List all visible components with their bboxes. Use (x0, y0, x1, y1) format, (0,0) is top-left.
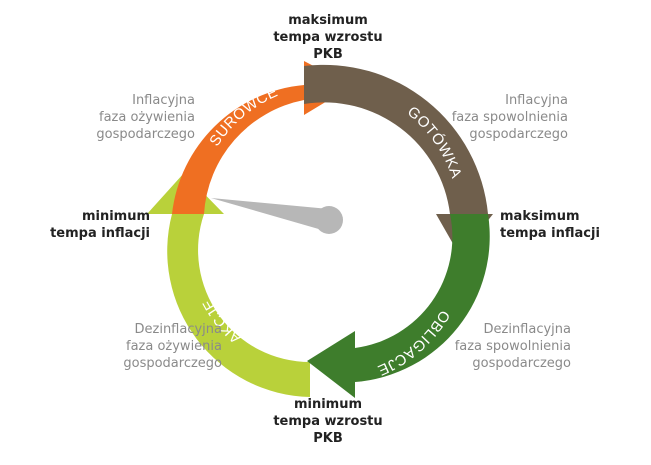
cycle-needle (211, 198, 343, 234)
needle-hub (315, 206, 343, 234)
akcje-arrow (147, 173, 310, 397)
needle-pointer (211, 198, 329, 232)
obligacje-arrow (307, 214, 490, 398)
sector-label-surowce: SUROWCE (206, 83, 280, 149)
